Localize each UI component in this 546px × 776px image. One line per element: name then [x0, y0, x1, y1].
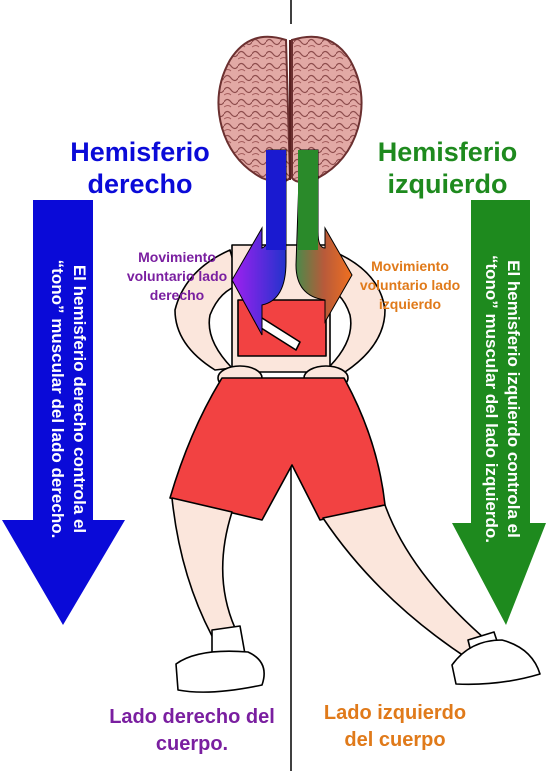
left-shoe [176, 651, 264, 692]
left-pathway-bar [298, 150, 318, 250]
right-body-side-label: Lado derecho del cuerpo. [108, 704, 276, 758]
right-voluntary-movement-label: Movimiento voluntario lado derecho [118, 248, 236, 305]
brain [218, 37, 361, 182]
left-leg [172, 498, 235, 636]
left-hemisphere-label: Hemisferio izquierdo [360, 136, 535, 200]
right-pathway-bar [266, 150, 286, 250]
shorts [170, 378, 385, 520]
left-body-side-label: Lado izquierdo del cuerpo [320, 700, 470, 754]
left-voluntary-movement-label: Movimiento voluntario lado izquierdo [340, 257, 480, 314]
right-hemisphere-tone-text: El hemisferio derecho controla el “tono”… [40, 244, 90, 554]
left-hemisphere-tone-text: El hemisferio izquierdo controla el “ton… [474, 244, 524, 554]
right-hemisphere-label: Hemisferio derecho [55, 136, 225, 200]
